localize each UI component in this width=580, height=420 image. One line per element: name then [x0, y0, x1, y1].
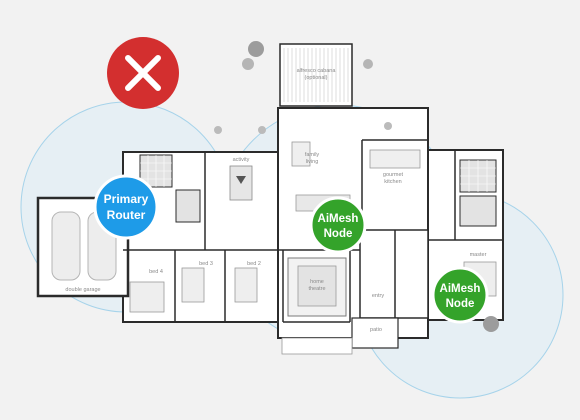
room-label-alfresco-1: alfresco cabana [297, 68, 337, 74]
theatre-seating [297, 265, 337, 307]
room-label-entry: entry [372, 293, 384, 299]
room-label-gourmet-2: kitchen [384, 179, 401, 185]
aimesh-node-1-badge: AiMesh Node [309, 196, 367, 254]
room-label-bed3: bed 3 [199, 261, 213, 267]
room-label-bed4: bed 4 [149, 269, 163, 275]
room-label-alfresco-2: (optional) [305, 75, 328, 81]
primary-router-label-line2: Router [107, 208, 146, 222]
room-label-gourmet-1: gourmet [383, 172, 404, 178]
aimesh-node-1-label-line2: Node [324, 228, 353, 240]
room-label-theatre-2: theatre [308, 286, 325, 292]
red-x-icon [107, 37, 179, 109]
room-label-master: master [470, 252, 487, 258]
primary-router-label-line1: Primary [104, 192, 149, 206]
aimesh-node-2-label-line1: AiMesh [440, 283, 481, 295]
room-label-activity: activity [233, 157, 250, 163]
tile-grid [140, 155, 496, 192]
room-label-family-1: family [305, 152, 320, 158]
kitchen-bench [369, 149, 421, 169]
dining-table [291, 141, 311, 167]
primary-router-badge: Primary Router [93, 174, 159, 240]
aimesh-node-1-label-line1: AiMesh [318, 213, 359, 225]
front-steps [281, 337, 353, 355]
alfresco-hatching [283, 48, 349, 102]
patio [351, 317, 399, 349]
room-label-garage: double garage [65, 287, 100, 293]
entry-area [359, 229, 429, 319]
room-label-bed2: bed 2 [247, 261, 261, 267]
aimesh-node-2-badge: AiMesh Node [431, 266, 489, 324]
activity-arrow [236, 176, 246, 184]
room-label-patio: patio [370, 327, 382, 333]
room-label-family-2: living [306, 159, 319, 165]
aimesh-node-2-label-line2: Node [446, 298, 475, 310]
tree-icons [214, 41, 499, 332]
room-label-theatre-1: home [310, 279, 324, 285]
